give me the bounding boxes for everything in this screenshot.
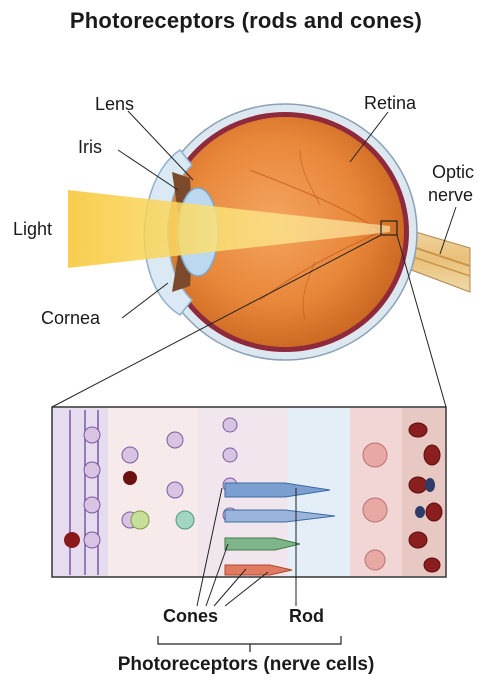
label-optic-nerve-line2: nerve	[428, 185, 473, 205]
bottom-title: Photoreceptors (nerve cells)	[0, 654, 492, 676]
label-rod: Rod	[289, 606, 324, 627]
label-retina: Retina	[364, 93, 416, 113]
label-optic-nerve-line1: Optic	[432, 162, 474, 182]
label-iris: Iris	[78, 137, 102, 157]
retina-cross-section	[52, 407, 446, 577]
label-lens: Lens	[95, 94, 134, 114]
label-cornea: Cornea	[41, 308, 100, 328]
label-cones: Cones	[163, 606, 218, 627]
photoreceptors-bracket	[158, 636, 341, 652]
label-light: Light	[13, 219, 52, 239]
